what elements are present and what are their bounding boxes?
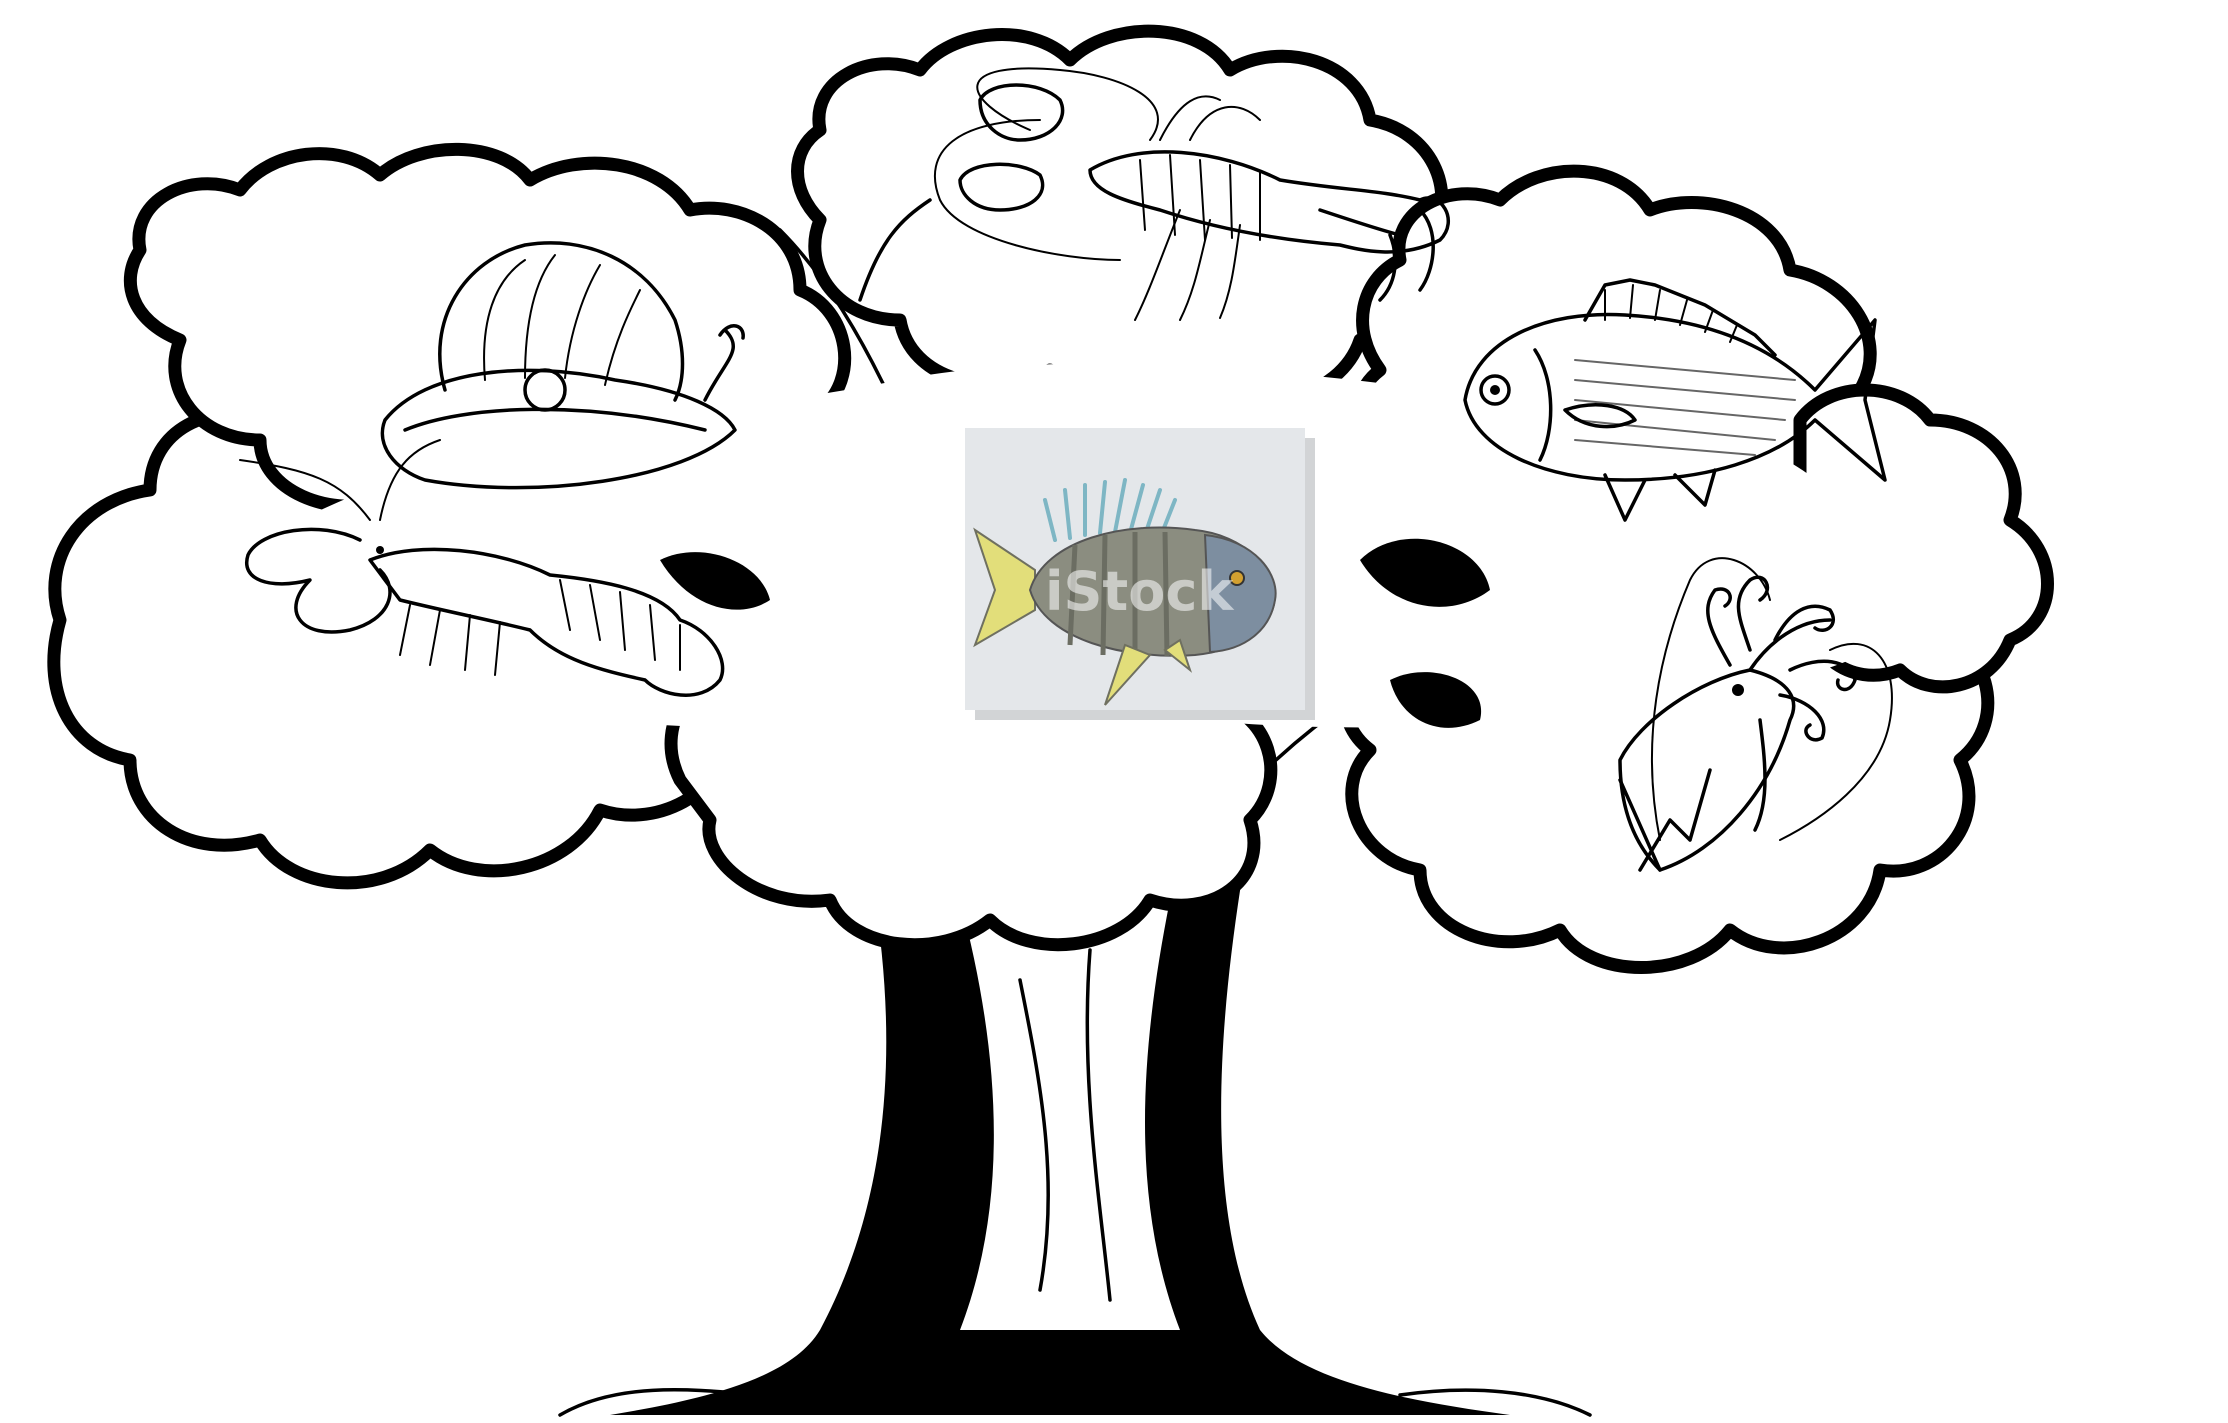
photo-watermark: iStock [1045, 560, 1234, 623]
rabbitfish-photo: iStock [965, 428, 1315, 720]
